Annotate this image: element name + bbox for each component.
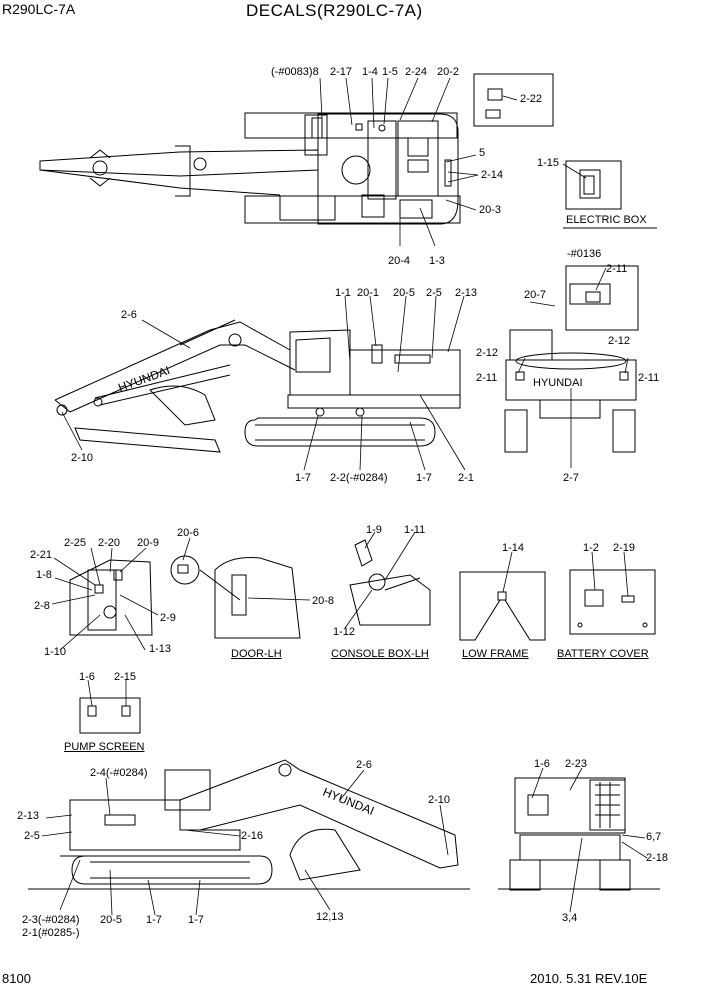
part-label: 2-10 bbox=[428, 794, 451, 806]
caption-console-box-lh: CONSOLE BOX-LH bbox=[331, 648, 429, 660]
page-title: DECALS(R290LC-7A) bbox=[246, 1, 423, 20]
part-label: 2-12 bbox=[608, 335, 631, 347]
part-label: 2-4(-#0284) bbox=[90, 767, 148, 779]
part-label: 20-6 bbox=[177, 527, 200, 539]
part-label: 20-5 bbox=[100, 914, 123, 926]
caption-electric-box: ELECTRIC BOX bbox=[566, 214, 647, 226]
part-label: 12,13 bbox=[316, 911, 344, 923]
part-label: 2-24 bbox=[405, 66, 428, 78]
part-label: 2-13 bbox=[17, 810, 40, 822]
part-label: 2-9 bbox=[160, 612, 176, 624]
page-number: 8100 bbox=[2, 971, 31, 986]
part-label: 1-4 bbox=[362, 66, 378, 78]
part-label: 2-19 bbox=[613, 542, 636, 554]
part-label: 2-21 bbox=[30, 549, 53, 561]
electric-box-drawing bbox=[563, 160, 657, 229]
top-view-drawing bbox=[39, 112, 461, 225]
part-label: 1-7 bbox=[295, 472, 311, 484]
part-label: 20-4 bbox=[388, 255, 411, 267]
part-label: 1-13 bbox=[149, 643, 172, 655]
part-label: 2-12 bbox=[476, 347, 499, 359]
part-label: 2-5 bbox=[24, 830, 40, 842]
part-label: 2-10 bbox=[71, 452, 94, 464]
part-label: 1-7 bbox=[188, 914, 204, 926]
part-label: 1-1 bbox=[335, 287, 351, 299]
part-label: 1-6 bbox=[79, 671, 95, 683]
part-label: 1-11 bbox=[404, 524, 426, 536]
part-label: 2-11 bbox=[606, 263, 628, 275]
date-revision: 2010. 5.31 REV.10E bbox=[530, 971, 648, 986]
part-label: 2-1(#0285-) bbox=[22, 927, 80, 939]
part-label: 2-5 bbox=[426, 287, 442, 299]
part-label: 1-9 bbox=[366, 524, 382, 536]
part-label: 1-6 bbox=[534, 758, 550, 770]
cab-detail-drawing bbox=[69, 559, 153, 636]
battery-cover-drawing bbox=[569, 569, 656, 635]
part-label: 1-14 bbox=[502, 542, 525, 554]
part-label: 1-8 bbox=[36, 569, 52, 581]
caption-door-lh: DOOR-LH bbox=[231, 648, 282, 660]
front-view-drawing bbox=[498, 777, 660, 891]
leader-lines bbox=[41, 77, 648, 916]
part-label: 20-9 bbox=[137, 537, 160, 549]
part-label: 5 bbox=[479, 147, 486, 159]
part-label: 2-2(-#0284) bbox=[330, 472, 388, 484]
part-label: -#0136 bbox=[567, 248, 602, 260]
part-label: 2-8 bbox=[34, 600, 50, 612]
part-label: 1-7 bbox=[146, 914, 162, 926]
part-label: 20-5 bbox=[393, 287, 416, 299]
part-label: 3,4 bbox=[562, 912, 578, 924]
part-label: 20-2 bbox=[437, 66, 460, 78]
side-view-rh-drawing: HYUNDAI bbox=[28, 759, 470, 890]
part-label: 6,7 bbox=[646, 831, 662, 843]
part-label: 2-6 bbox=[121, 309, 137, 321]
part-label: 1-7 bbox=[416, 472, 432, 484]
part-label: 20-3 bbox=[479, 204, 502, 216]
part-label: 1-15 bbox=[537, 157, 560, 169]
part-label: 2-13 bbox=[455, 287, 478, 299]
brand-logo-rear: HYUNDAI bbox=[533, 377, 583, 389]
part-label: 1-5 bbox=[382, 66, 398, 78]
part-label: 2-18 bbox=[646, 852, 669, 864]
part-label: 2-3(-#0284) bbox=[22, 914, 80, 926]
part-label: 1-2 bbox=[583, 542, 599, 554]
caption-pump-screen: PUMP SCREEN bbox=[64, 741, 145, 753]
rear-view-drawing: HYUNDAI bbox=[504, 265, 639, 453]
side-view-lh-drawing: HYUNDAI bbox=[54, 319, 461, 453]
part-label: 2-22 bbox=[520, 93, 543, 105]
part-label: 2-1 bbox=[458, 472, 474, 484]
part-label: 2-11 bbox=[476, 372, 498, 384]
part-label: 1-12 bbox=[333, 626, 356, 638]
part-label: 2-7 bbox=[563, 472, 579, 484]
part-label: 20-7 bbox=[524, 289, 547, 301]
part-label: 20-1 bbox=[357, 287, 380, 299]
part-label: 2-23 bbox=[565, 758, 588, 770]
part-label: 2-11 bbox=[638, 372, 660, 384]
part-label: 2-6 bbox=[356, 759, 372, 771]
part-label: (-#0083)8 bbox=[271, 66, 319, 78]
door-lh-drawing bbox=[170, 555, 301, 639]
part-label: 20-8 bbox=[312, 595, 335, 607]
part-label: 2-20 bbox=[98, 537, 121, 549]
part-label: 1-10 bbox=[44, 646, 67, 658]
caption-battery-cover: BATTERY COVER bbox=[557, 648, 649, 660]
part-label: 2-25 bbox=[64, 537, 87, 549]
part-label: 2-17 bbox=[330, 66, 353, 78]
part-label: 1-3 bbox=[429, 255, 445, 267]
console-box-lh-drawing bbox=[349, 539, 431, 626]
model-number: R290LC-7A bbox=[2, 1, 76, 17]
low-frame-drawing bbox=[459, 571, 546, 641]
pump-screen-drawing bbox=[79, 697, 141, 734]
top-view-inset bbox=[473, 73, 554, 127]
part-label: 2-16 bbox=[241, 830, 264, 842]
part-label: 2-15 bbox=[114, 671, 137, 683]
part-label: 2-14 bbox=[481, 169, 504, 181]
caption-low-frame: LOW FRAME bbox=[462, 648, 529, 660]
